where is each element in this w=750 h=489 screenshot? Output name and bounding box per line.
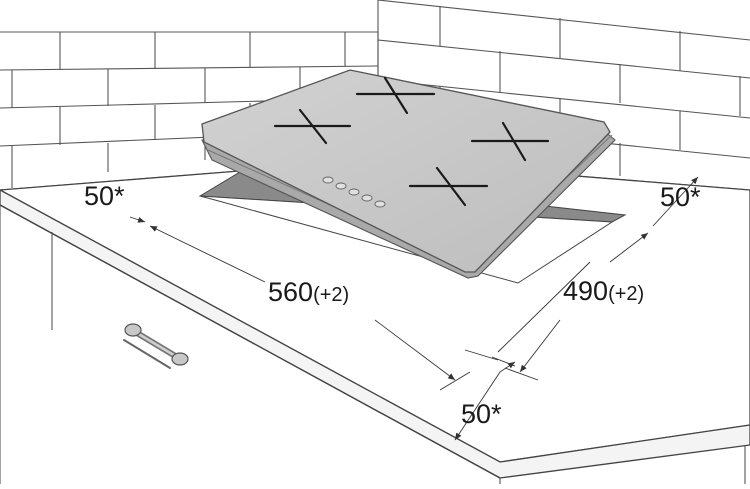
side-clearance-label: 50* [660,182,701,212]
burner-cross-icon [273,76,550,207]
cutout-width-value: 560 [268,277,314,307]
cutout-depth-label: 490(+2) [563,278,644,305]
cutout-depth-value: 490 [563,276,609,306]
cutout-width-label: 560(+2) [268,279,349,306]
cutout-depth-tolerance: (+2) [608,283,645,305]
cutout-width-tolerance: (+2) [313,284,350,306]
cooktop-illustration [201,69,616,279]
dimension-arrow-icon [129,176,699,441]
control-panel [322,176,386,208]
drawer-handle-icon [123,323,189,369]
rear-clearance-label: 50* [84,181,125,211]
front-clearance-label: 50* [461,399,502,429]
